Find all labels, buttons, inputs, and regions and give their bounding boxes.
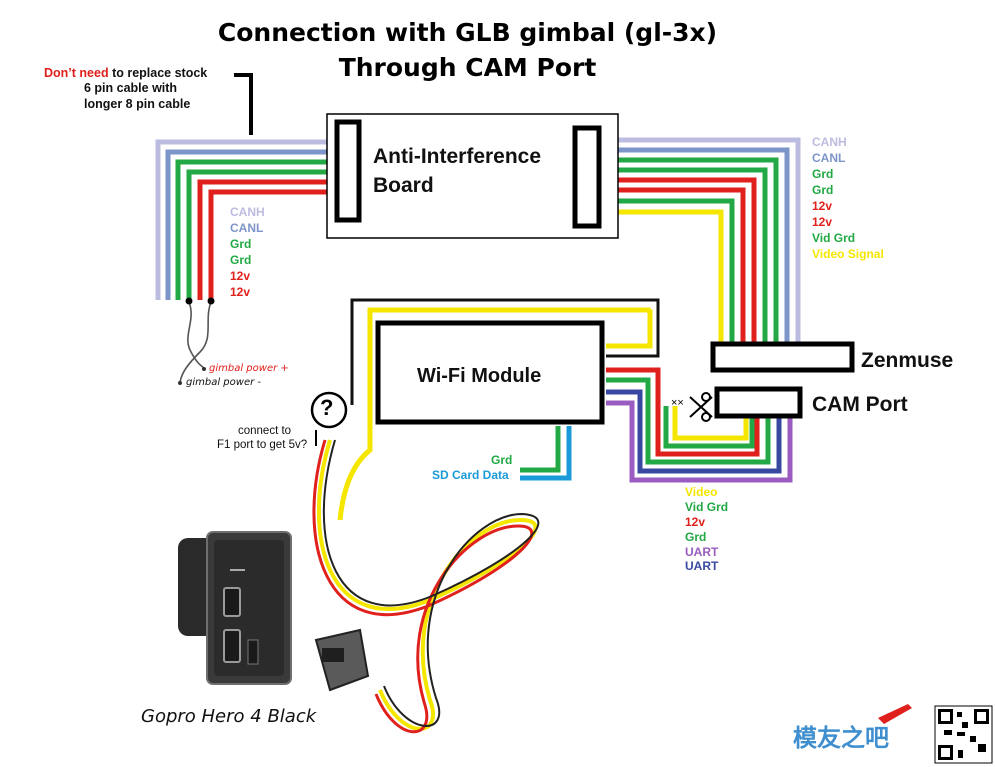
note-emphasis: Don’t need xyxy=(44,66,109,80)
airplane-icon xyxy=(878,704,912,724)
cut-marks: ×× xyxy=(671,397,684,409)
wire-right-vidgrd xyxy=(600,198,735,345)
left-wire-label-4: 12v xyxy=(230,269,251,283)
note-rest-1: to replace stock xyxy=(108,66,208,80)
wire-cam-vidgrd-in xyxy=(663,406,755,449)
board-connector-left xyxy=(334,119,362,223)
gimbal-power-plus-label: gimbal power + xyxy=(209,363,289,374)
right-wire-label-3: Grd xyxy=(812,183,834,197)
left-wire-label-5: 12v xyxy=(230,285,251,299)
scissors-icon xyxy=(689,392,713,422)
gimbal-power-lead-plus xyxy=(187,301,205,369)
wire-cam-grd xyxy=(606,377,771,465)
wire-cam-12v xyxy=(606,367,760,457)
wire-cam-video xyxy=(606,309,653,349)
left-wire-label-2: Grd xyxy=(230,237,252,251)
right-wire-label-5: 12v xyxy=(812,215,833,229)
right-wire-label-2: Grd xyxy=(812,167,834,181)
cam-port-label: CAM Port xyxy=(812,393,908,416)
gimbal-power-minus-label: gimbal power - xyxy=(186,377,261,388)
note-line-2: 6 pin cable with xyxy=(84,81,178,95)
right-wire-label-0: CANH xyxy=(812,135,847,149)
cam-wire-label-5: UART xyxy=(685,559,719,573)
wire-right-canh xyxy=(600,137,801,345)
cam-port-connector xyxy=(714,386,803,419)
anti-interference-label-1: Anti-Interference xyxy=(373,145,542,168)
gopro-camera xyxy=(178,531,292,685)
wire-right-12v2 xyxy=(600,187,746,345)
wire-yellow-loop xyxy=(337,307,651,521)
gimbal-power-lead-minus xyxy=(179,301,212,383)
wire-cam-vidgrd xyxy=(350,298,660,405)
note-pointer xyxy=(234,73,253,135)
cam-wire-label-2: 12v xyxy=(685,515,706,529)
f1-note-line-1: connect to xyxy=(238,425,292,437)
gopro-cable-black xyxy=(322,439,540,727)
wire-sd-grd xyxy=(520,426,561,473)
zenmuse-label: Zenmuse xyxy=(861,349,954,372)
zenmuse-connector xyxy=(710,341,855,373)
wire-sd-data xyxy=(520,426,572,481)
right-wire-label-7: Video Signal xyxy=(812,247,884,261)
board-connector-right xyxy=(572,125,602,229)
question-mark: ? xyxy=(320,395,334,420)
gopro-plug xyxy=(314,628,370,692)
lead-dot-plus xyxy=(185,297,193,305)
wire-left-12v1 xyxy=(197,179,336,300)
wire-right-grd2 xyxy=(600,167,768,345)
watermark-logo: 模友之吧 xyxy=(793,724,889,752)
anti-interference-label-2: Board xyxy=(373,174,434,197)
cam-wire-label-3: Grd xyxy=(685,530,707,544)
lead-end-plus xyxy=(202,367,206,371)
title-line-2: Through CAM Port xyxy=(338,53,597,82)
anti-interference-board xyxy=(326,113,619,239)
wifi-module-label: Wi-Fi Module xyxy=(417,365,542,387)
left-wire-label-3: Grd xyxy=(230,253,252,267)
wire-right-grd1 xyxy=(600,157,779,345)
wifi-wire-label-grd: Grd xyxy=(491,453,513,467)
gopro-cable-red xyxy=(312,439,534,734)
wire-cam-uart1 xyxy=(606,389,782,474)
question-bubble xyxy=(310,391,348,429)
wifi-module-box xyxy=(375,320,605,425)
f1-note-line-2: F1 port to get 5v? xyxy=(217,439,308,451)
title-line-1: Connection with GLB gimbal (gl-3x) xyxy=(217,18,718,47)
wire-left-canh xyxy=(155,139,336,300)
qr-code xyxy=(934,705,993,764)
lead-end-minus xyxy=(178,381,182,385)
wire-right-canl xyxy=(600,147,790,345)
right-wire-label-6: Vid Grd xyxy=(812,231,856,245)
left-wire-label-0: CANH xyxy=(230,205,265,219)
note-line-3: longer 8 pin cable xyxy=(84,97,191,111)
wifi-wire-label-sd: SD Card Data xyxy=(432,468,509,482)
wire-left-12v2 xyxy=(208,189,336,300)
stock-cable-note: Don’t need to replace stock xyxy=(44,66,208,80)
wire-right-12v1 xyxy=(600,177,757,345)
gopro-caption: Gopro Hero 4 Black xyxy=(141,706,317,727)
wire-left-grd1 xyxy=(175,159,336,300)
gopro-cable-yellow xyxy=(316,439,538,731)
lead-dot-minus xyxy=(207,297,215,305)
wire-left-grd2 xyxy=(186,169,336,300)
right-wire-label-1: CANL xyxy=(812,151,846,165)
cam-wire-label-1: Vid Grd xyxy=(685,500,729,514)
wire-cam-video-in xyxy=(672,406,749,441)
right-wire-label-4: 12v xyxy=(812,199,833,213)
wire-left-canl xyxy=(165,149,336,300)
cam-wire-label-4: UART xyxy=(685,545,719,559)
wire-cam-uart2 xyxy=(606,400,793,483)
left-wire-label-1: CANL xyxy=(230,221,264,235)
wire-right-video xyxy=(600,209,724,345)
cam-wire-label-0: Video xyxy=(685,485,718,499)
